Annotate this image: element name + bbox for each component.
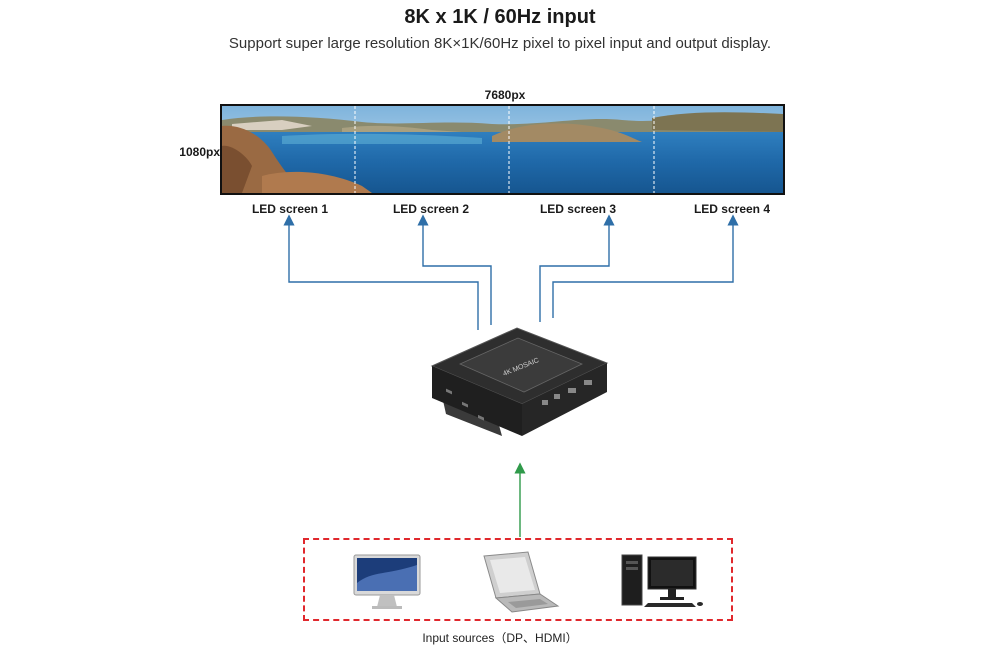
page-title: 8K x 1K / 60Hz input	[404, 6, 596, 28]
panorama-width-label: 7680px	[484, 88, 526, 102]
arrow-to-screen-3	[539, 214, 615, 322]
imac-monitor-icon	[353, 554, 421, 609]
panorama-height-label: 1080px	[179, 145, 220, 159]
video-processor: 4K MOSAIC	[422, 318, 612, 446]
panorama-landscape-art	[222, 106, 783, 193]
laptop-icon	[483, 551, 560, 613]
led-screen-1-label: LED screen 1	[251, 202, 329, 216]
arrow-to-screen-1	[283, 214, 479, 330]
led-screen-4-label: LED screen 4	[693, 202, 771, 216]
input-device-desktop	[620, 553, 704, 609]
page-subtitle: Support super large resolution 8K×1K/60H…	[228, 35, 772, 52]
arrow-to-screen-2	[417, 214, 492, 325]
panorama-image	[220, 104, 785, 195]
desktop-pc-icon	[621, 554, 703, 607]
input-device-imac	[352, 553, 422, 611]
led-screen-3-label: LED screen 3	[539, 202, 617, 216]
input-sources-box	[303, 538, 733, 621]
input-device-laptop	[478, 550, 560, 614]
led-screen-2-label: LED screen 2	[392, 202, 470, 216]
input-sources-caption: Input sources（DP、HDMI）	[422, 631, 578, 645]
arrow-to-screen-4	[552, 214, 739, 318]
video-processor-icon: 4K MOSAIC	[430, 327, 609, 436]
